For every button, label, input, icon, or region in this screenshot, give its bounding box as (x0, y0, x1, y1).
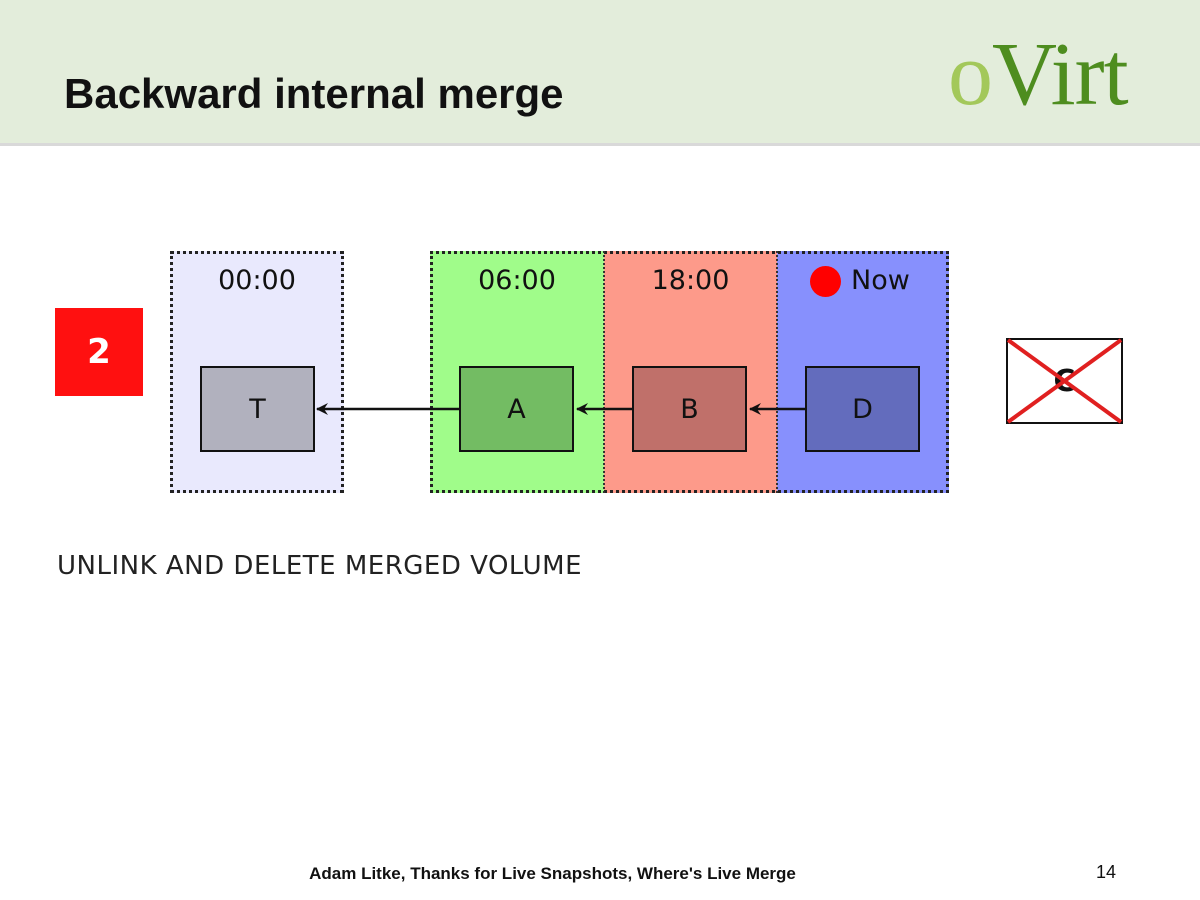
slide-header (0, 0, 1200, 143)
zone-divider (603, 251, 605, 493)
volume-node-b: B (632, 366, 747, 452)
step-caption: UNLINK AND DELETE MERGED VOLUME (57, 551, 583, 581)
volume-node-a: A (459, 366, 574, 452)
page-number: 14 (1096, 862, 1117, 882)
slide-footer: Adam Litke, Thanks for Live Snapshots, W… (309, 864, 796, 883)
logo-text: Virt (992, 25, 1129, 124)
delete-cross-icon (1006, 338, 1123, 424)
volume-node-d: D (805, 366, 920, 452)
zone-label-06-00: 06:00 (478, 265, 556, 296)
volume-node-t: T (200, 366, 315, 452)
step-badge: 2 (55, 308, 143, 396)
zone-divider (776, 251, 778, 493)
zone-group-border (430, 251, 949, 493)
zone-label-18-00: 18:00 (651, 265, 730, 296)
slide-title: Backward internal merge (64, 70, 564, 117)
header-divider (0, 143, 1200, 146)
ovirt-logo: oVirt (948, 30, 1129, 120)
zone-label-now: Now (851, 265, 910, 296)
red-dot-icon (810, 266, 841, 297)
logo-prefix: o (948, 25, 993, 124)
zone-label-00-00: 00:00 (218, 265, 296, 296)
